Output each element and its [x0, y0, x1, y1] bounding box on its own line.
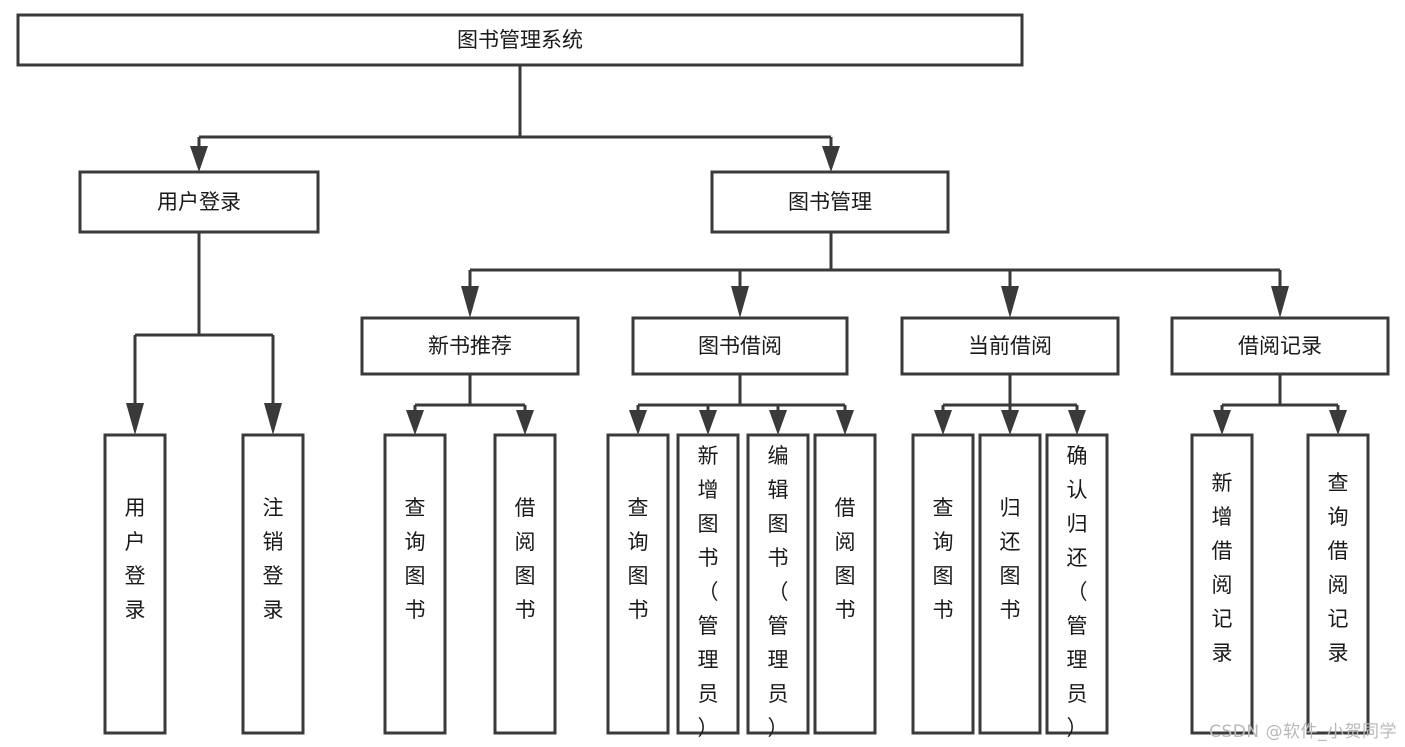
arrow-head-borrow-record — [1271, 286, 1289, 318]
arrow-head-leaf-query-book-3 — [934, 410, 952, 435]
node-new-book-recommend-box[interactable] — [360, 316, 580, 376]
node-current-borrow[interactable]: 当前借阅 — [900, 316, 1120, 376]
leaf-confirm-return[interactable]: 确认归还（管理员） — [1045, 433, 1109, 740]
arrow-head-book-manage — [822, 146, 840, 172]
node-root[interactable]: 图书管理系统 — [16, 13, 1024, 67]
leaf-user-login-box[interactable] — [103, 433, 167, 735]
arrow-head-leaf-borrow-book-2 — [836, 410, 854, 435]
arrow-head-current-borrow — [1001, 286, 1019, 318]
leaf-borrow-book-1[interactable]: 借阅图书 — [493, 433, 557, 735]
leaf-query-book-2-box[interactable] — [606, 433, 670, 735]
arrow-head-leaf-add-record — [1213, 410, 1231, 435]
connector-group-borrow-record — [1213, 374, 1347, 435]
leaf-add-record[interactable]: 新增借阅记录 — [1190, 433, 1254, 735]
leaf-borrow-book-1-box[interactable] — [493, 433, 557, 735]
leaf-return-book-label: 归还图书 — [1000, 496, 1021, 622]
arrow-head-user-login — [190, 146, 208, 172]
csdn-watermark: CSDN @软件_小贺同学 — [1209, 722, 1397, 742]
node-user-login[interactable]: 用户登录 — [78, 170, 320, 234]
leaf-add-book-box[interactable] — [676, 433, 740, 735]
node-new-book-recommend[interactable]: 新书推荐 — [360, 316, 580, 376]
node-book-manage-box[interactable] — [710, 170, 950, 234]
arrow-head-leaf-borrow-book-1 — [516, 410, 534, 435]
leaf-borrow-book-2-box[interactable] — [813, 433, 877, 735]
node-book-manage-label: 图书管理 — [788, 190, 872, 214]
leaf-query-record-box[interactable] — [1306, 433, 1370, 735]
node-book-borrow[interactable]: 图书借阅 — [631, 316, 849, 376]
leaf-user-login[interactable]: 用户登录 — [103, 433, 167, 735]
node-current-borrow-label: 当前借阅 — [968, 334, 1052, 358]
leaf-logout-box[interactable] — [241, 433, 305, 735]
arrow-head-leaf-return-book — [1001, 410, 1019, 435]
arrow-head-leaf-query-book-2 — [629, 410, 647, 435]
node-root-box[interactable] — [16, 13, 1024, 67]
leaf-query-book-3[interactable]: 查询图书 — [911, 433, 975, 735]
connector-group-book-manage — [461, 232, 1289, 318]
node-user-login-label: 用户登录 — [157, 190, 241, 214]
node-book-borrow-box[interactable] — [631, 316, 849, 376]
connector-group-book-borrow — [629, 374, 854, 435]
leaf-return-book[interactable]: 归还图书 — [978, 433, 1042, 735]
arrow-head-leaf-confirm-return — [1068, 410, 1086, 435]
leaf-user-login-label: 用户登录 — [125, 496, 146, 622]
leaf-query-book-1-box[interactable] — [383, 433, 447, 735]
leaf-add-record-box[interactable] — [1190, 433, 1254, 735]
node-borrow-record-label: 借阅记录 — [1238, 334, 1322, 358]
leaf-borrow-book-1-label: 借阅图书 — [515, 496, 536, 622]
connector-group-new-book-recommend — [406, 374, 534, 435]
leaf-confirm-return-label: 确认归还（管理员） — [1067, 444, 1088, 740]
leaf-query-book-3-box[interactable] — [911, 433, 975, 735]
arrow-head-book-borrow — [731, 286, 749, 318]
leaf-query-record[interactable]: 查询借阅记录 — [1306, 433, 1370, 735]
leaf-edit-book[interactable]: 编辑图书（管理员） — [746, 433, 810, 740]
node-borrow-record[interactable]: 借阅记录 — [1170, 316, 1390, 376]
leaf-return-book-box[interactable] — [978, 433, 1042, 735]
leaf-logout[interactable]: 注销登录 — [241, 433, 305, 735]
arrow-head-new-book-recommend — [461, 286, 479, 318]
arrow-head-leaf-query-book-1 — [406, 410, 424, 435]
leaf-query-book-1[interactable]: 查询图书 — [383, 433, 447, 735]
connector-group-user-login — [126, 232, 282, 435]
arrow-head-leaf-edit-book — [769, 410, 787, 435]
leaf-add-book[interactable]: 新增图书（管理员） — [676, 433, 740, 740]
node-user-login-box[interactable] — [78, 170, 320, 234]
leaf-borrow-book-2[interactable]: 借阅图书 — [813, 433, 877, 735]
node-current-borrow-box[interactable] — [900, 316, 1120, 376]
connector-group-root — [190, 65, 840, 172]
arrow-head-leaf-add-book — [699, 410, 717, 435]
connector-group-current-borrow — [934, 374, 1086, 435]
arrow-head-leaf-logout — [264, 403, 282, 435]
node-new-book-recommend-label: 新书推荐 — [428, 334, 512, 358]
arrow-head-leaf-query-record — [1329, 410, 1347, 435]
leaf-edit-book-box[interactable] — [746, 433, 810, 735]
leaf-edit-book-label: 编辑图书（管理员） — [768, 444, 789, 740]
leaf-confirm-return-box[interactable] — [1045, 433, 1109, 735]
node-borrow-record-box[interactable] — [1170, 316, 1390, 376]
node-book-manage[interactable]: 图书管理 — [710, 170, 950, 234]
leaf-query-record-label: 查询借阅记录 — [1328, 471, 1349, 665]
arrow-head-leaf-user-login — [126, 403, 144, 435]
leaf-add-book-label: 新增图书（管理员） — [698, 444, 719, 740]
leaf-query-book-2[interactable]: 查询图书 — [606, 433, 670, 735]
leaf-logout-label: 注销登录 — [263, 496, 284, 622]
leaf-add-record-label: 新增借阅记录 — [1212, 471, 1233, 665]
leaf-borrow-book-2-label: 借阅图书 — [835, 496, 856, 622]
leaf-query-book-2-label: 查询图书 — [628, 496, 649, 622]
node-root-label: 图书管理系统 — [457, 28, 583, 52]
leaf-query-book-3-label: 查询图书 — [933, 496, 954, 622]
leaf-query-book-1-label: 查询图书 — [405, 496, 426, 622]
node-book-borrow-label: 图书借阅 — [698, 334, 782, 358]
